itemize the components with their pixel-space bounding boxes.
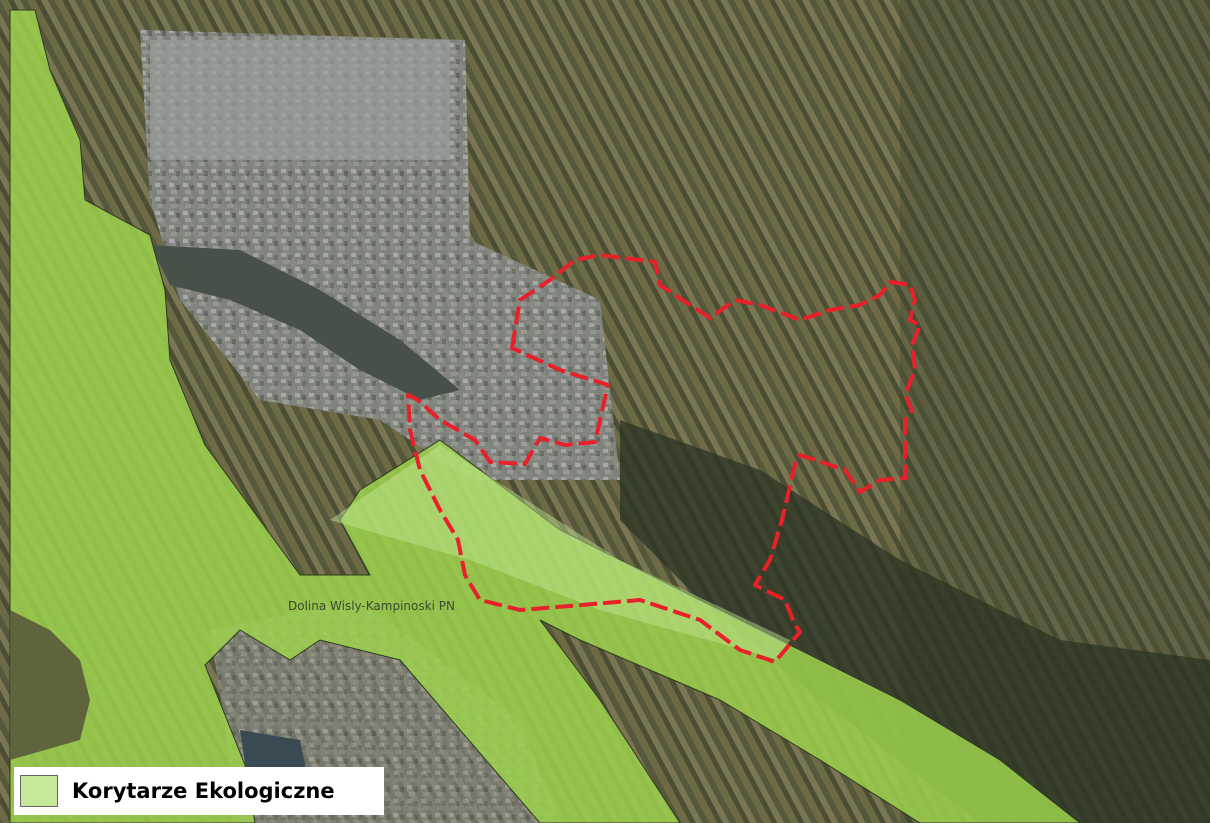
industrial-zone — [150, 40, 450, 160]
corridor-kampinos-west[interactable] — [9, 9, 1081, 823]
map-legend: Korytarze Ekologiczne — [14, 767, 384, 815]
corridor-lighter-strip — [330, 445, 790, 660]
corridor-name-label: Dolina Wisly-Kampinoski PN — [288, 599, 455, 613]
legend-swatch — [20, 775, 58, 807]
corridor-southwest-gap — [10, 610, 90, 760]
river-vistula — [150, 245, 460, 400]
study-area-boundary[interactable] — [406, 253, 922, 664]
forest-lowland — [620, 420, 1210, 823]
legend-label: Korytarze Ekologiczne — [72, 779, 335, 803]
